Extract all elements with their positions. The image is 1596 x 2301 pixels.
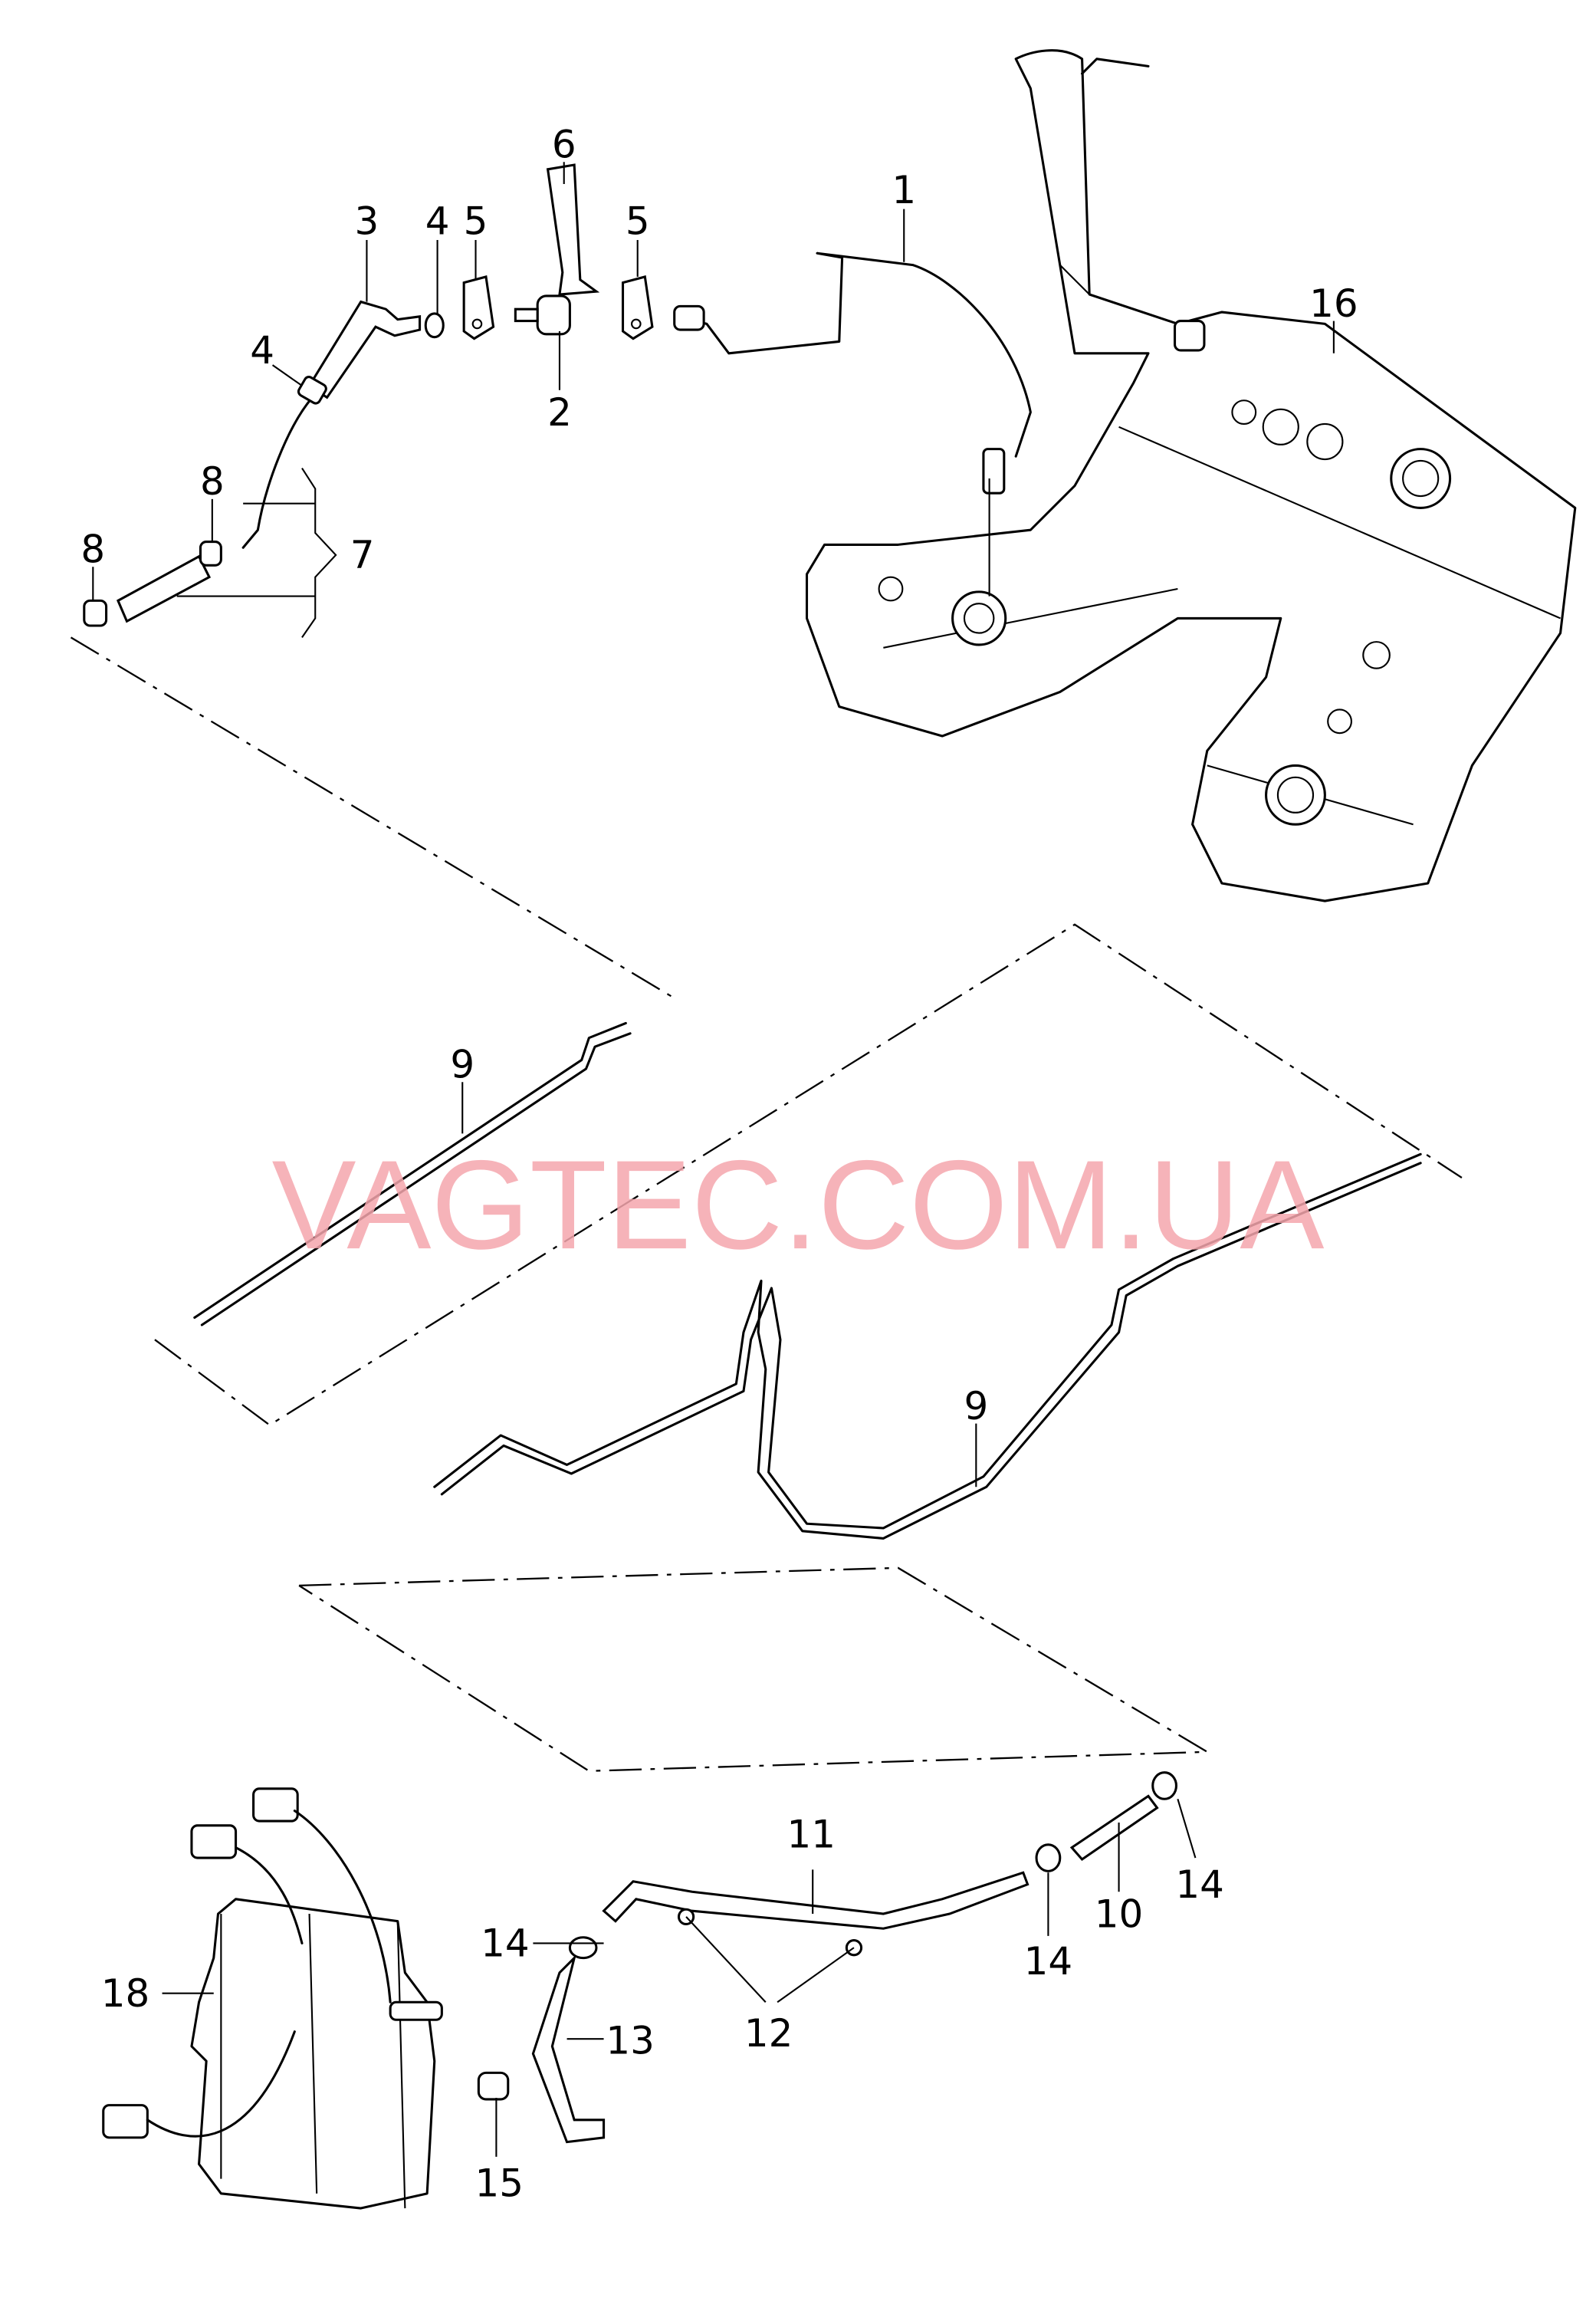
callout-5: 5 xyxy=(464,199,488,243)
clamp-15 xyxy=(477,2071,510,2101)
callout-3: 3 xyxy=(355,199,379,243)
clamp-14-right xyxy=(1151,1771,1177,1800)
connector-1 xyxy=(982,448,1006,495)
fuel-hose-group xyxy=(83,300,445,638)
connector-a xyxy=(190,1824,238,1859)
fuel-filter-2 xyxy=(536,294,571,336)
auxiliary-heater-18 xyxy=(102,1787,443,2210)
callout-14: 14 xyxy=(481,1921,530,1966)
bracket-6 xyxy=(546,163,600,296)
callout-4: 4 xyxy=(250,328,274,373)
callout-5: 5 xyxy=(626,199,650,243)
callout-14: 14 xyxy=(1175,1862,1224,1907)
connector-b xyxy=(252,1787,299,1823)
clamp-4-lower xyxy=(297,376,327,405)
hose-13 xyxy=(531,1954,606,2144)
callout-4: 4 xyxy=(425,199,450,243)
callout-18: 18 xyxy=(101,1971,150,2016)
callout-13: 13 xyxy=(606,2018,655,2063)
clamp-8-lower xyxy=(83,599,108,627)
connector-c xyxy=(102,2104,149,2139)
callout-1: 1 xyxy=(892,168,916,212)
heater-hose-group xyxy=(477,1771,1197,2157)
fuel-tank-16 xyxy=(805,49,1577,902)
callout-2: 2 xyxy=(547,390,572,435)
clamp-8-upper xyxy=(199,541,222,567)
callout-9: 9 xyxy=(964,1384,988,1428)
callout-12: 12 xyxy=(744,2011,793,2056)
hose-10 xyxy=(1069,1794,1159,1862)
callout-11: 11 xyxy=(787,1813,836,1857)
callout-16: 16 xyxy=(1309,281,1358,326)
clamp-14-mid xyxy=(1035,1843,1062,1872)
clamp-14-left xyxy=(568,1936,598,1960)
callout-15: 15 xyxy=(475,2161,524,2206)
callout-labels: 1 2 3 4 4 5 5 6 7 8 8 9 9 10 11 12 13 14… xyxy=(80,122,1358,2205)
fuel-line-9 xyxy=(193,1021,1422,1540)
watermark: VAGTEC.COM.UA xyxy=(272,1134,1325,1275)
hose-7 xyxy=(116,554,212,623)
callout-7: 7 xyxy=(350,533,375,577)
clamp-4-upper xyxy=(424,312,445,339)
callout-8: 8 xyxy=(200,459,225,504)
filter-group xyxy=(462,163,1032,495)
callout-14: 14 xyxy=(1024,1939,1073,1984)
callout-10: 10 xyxy=(1095,1892,1144,1936)
hose-11 xyxy=(602,1871,1030,1930)
callout-8: 8 xyxy=(80,527,105,571)
leader-lines xyxy=(92,162,1335,1487)
callout-6: 6 xyxy=(552,122,576,166)
callout-9: 9 xyxy=(450,1042,475,1086)
section-boundaries xyxy=(70,636,1463,1772)
